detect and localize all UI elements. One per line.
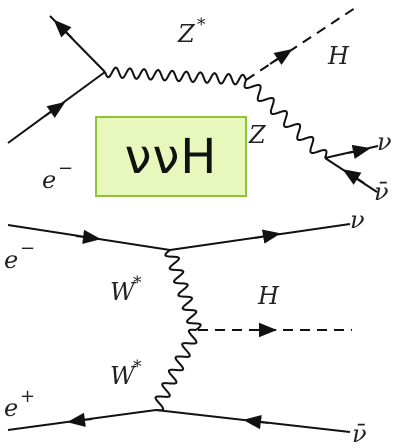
label-wstar-top: W (110, 278, 137, 306)
bottom-diagram: e − W * H W * e + ν ν̄ (4, 206, 367, 448)
label-wstar-bottom-sup: * (133, 357, 142, 377)
label-wstar-top-sup: * (133, 273, 142, 293)
positron-arrow-bottom (67, 412, 93, 428)
label-eplus-sup: + (20, 386, 35, 407)
label-eminus-bottom-sup: − (20, 238, 35, 259)
label-h-top: H (327, 42, 350, 70)
label-eminus-top-sup: − (58, 158, 73, 179)
label-zstar-sup: * (197, 15, 206, 35)
label-h-bottom: H (257, 282, 280, 310)
process-label: ννH (124, 128, 218, 185)
positron-arrow (53, 19, 73, 39)
label-eminus-bottom: e (4, 246, 18, 274)
label-nubar-top: ν̄ (374, 178, 389, 206)
label-eminus-top: e (42, 166, 56, 194)
nu-arrow-top (347, 144, 371, 159)
label-z: Z (248, 121, 267, 149)
electron-arrow-in (44, 101, 66, 119)
nubar-arrow-bottom (243, 414, 269, 430)
nu-arrow-bottom (254, 229, 281, 244)
top-diagram: Z * H Z ν ν̄ e − (7, 7, 392, 206)
zstar-boson (104, 66, 247, 86)
label-nu-top: ν (377, 128, 392, 156)
positron-line (49, 15, 106, 73)
higgs-arrow-top (269, 49, 293, 65)
label-nubar-bottom: ν̄ (352, 420, 367, 448)
higgs-line-top (245, 7, 356, 81)
wstar-boson-top (164, 249, 202, 331)
label-eplus: e (4, 394, 18, 422)
z-boson (243, 79, 328, 159)
label-wstar-bottom: W (110, 362, 137, 390)
wstar-boson-bottom (154, 328, 198, 412)
label-nu-bottom: ν (350, 206, 365, 234)
label-zstar: Z (177, 20, 196, 48)
electron-arrow-bottom (75, 229, 101, 245)
process-badge: ννH (95, 116, 247, 197)
nubar-arrow-top (342, 169, 365, 185)
